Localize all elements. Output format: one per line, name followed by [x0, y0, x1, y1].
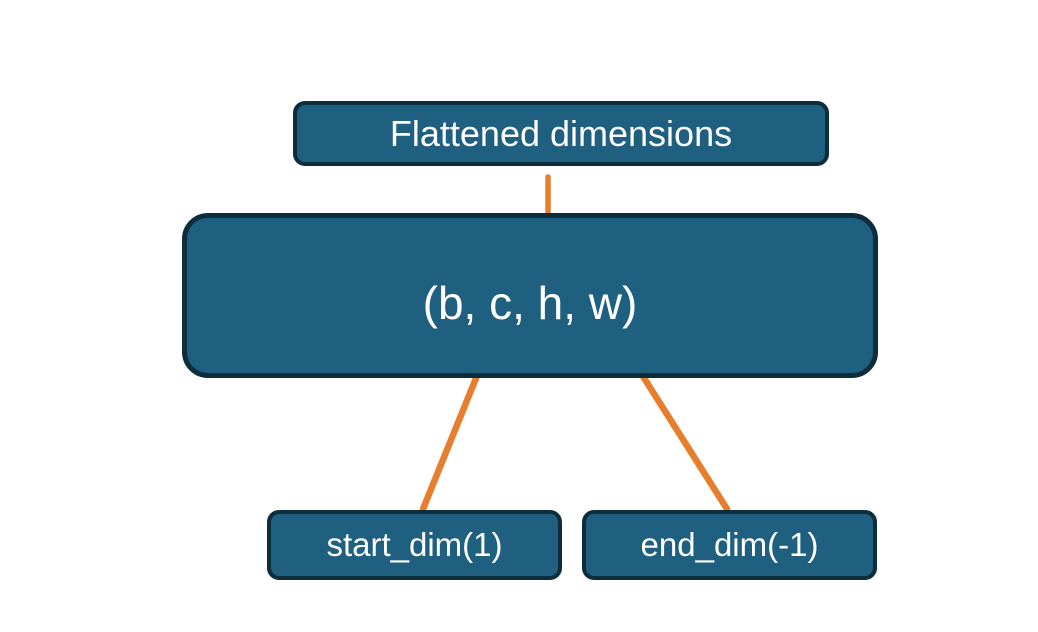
tensor-shape-label: (b, c, h, w): [422, 276, 638, 329]
tensor-shape-box: (b, c, h, w): [182, 213, 878, 378]
flattened-dimensions-box: Flattened dimensions: [293, 101, 829, 166]
end-dim-box: end_dim(-1): [582, 510, 877, 580]
flattened-dimensions-label: Flattened dimensions: [389, 112, 733, 154]
start-dim-box: start_dim(1): [267, 510, 562, 580]
end-dim-label: end_dim(-1): [640, 526, 819, 563]
start-dim-label: start_dim(1): [326, 526, 503, 563]
